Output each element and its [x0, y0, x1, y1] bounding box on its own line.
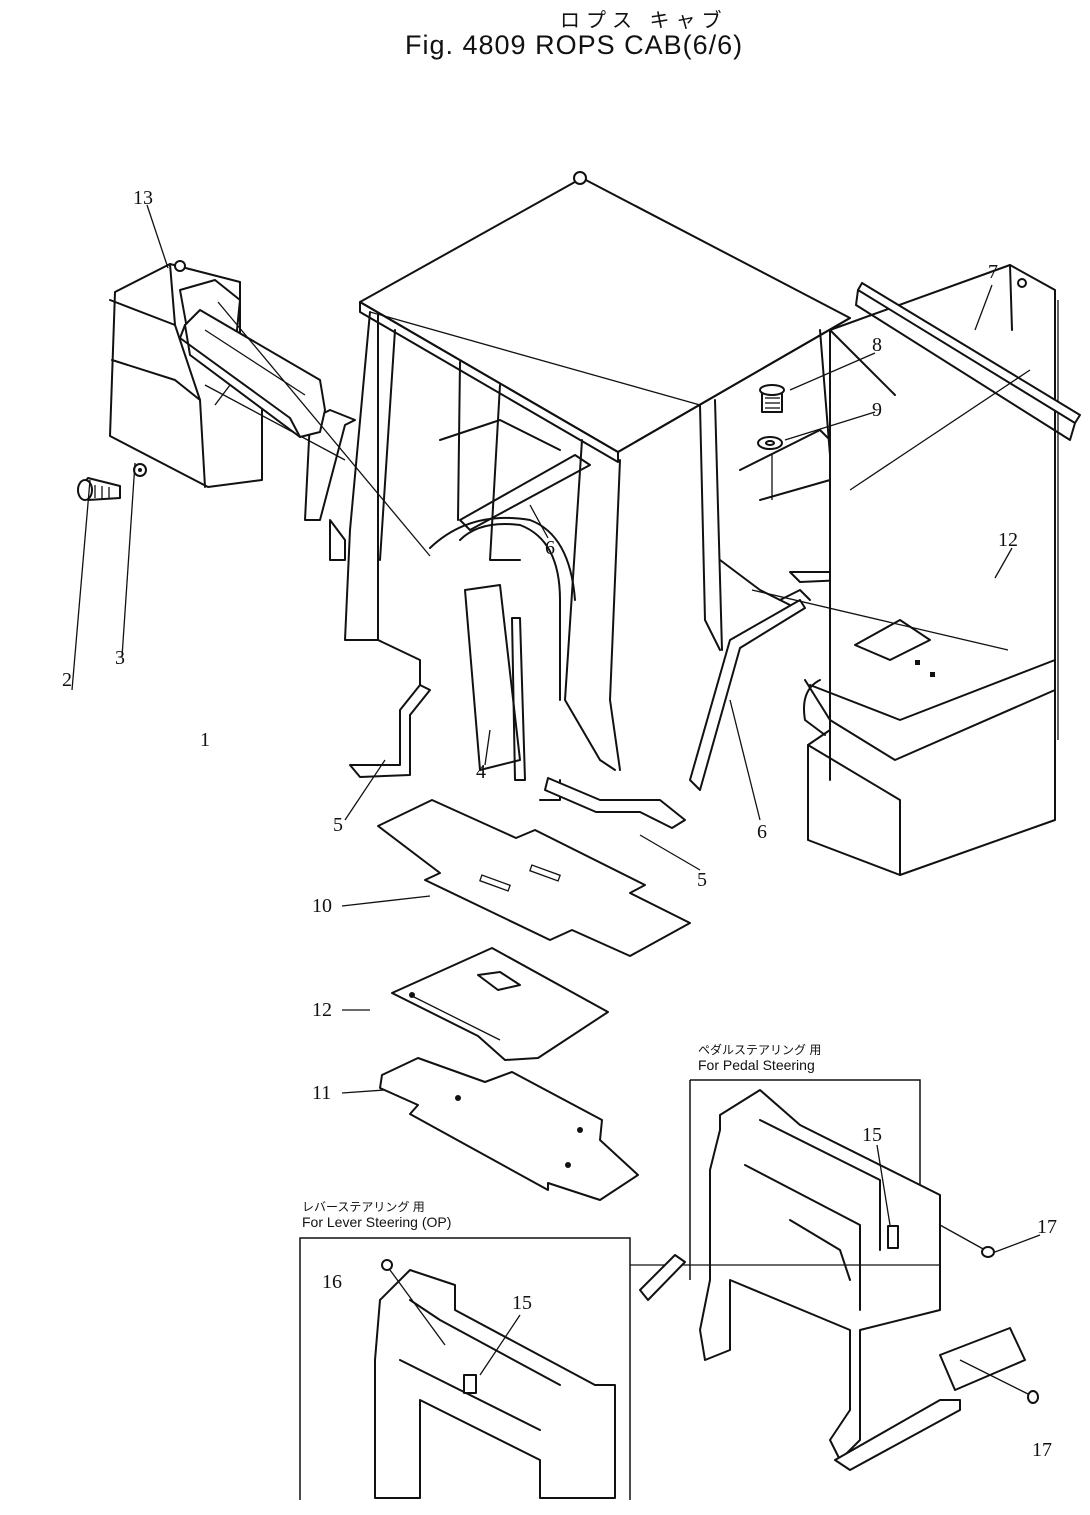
callout-5-left: 5 — [333, 814, 343, 836]
pedal-inset-caption: For Pedal Steering — [698, 1057, 815, 1073]
cab-roof — [359, 171, 851, 463]
bolt-and-washer — [757, 384, 785, 500]
callout-10: 10 — [312, 895, 332, 917]
floor-plate — [391, 947, 609, 1061]
step-plate — [77, 301, 431, 557]
lever-inset-caption-jp: レバーステアリング 用 — [302, 1200, 425, 1214]
callout-3: 3 — [115, 647, 125, 669]
callout-4: 4 — [476, 761, 486, 783]
callout-11: 11 — [312, 1082, 332, 1104]
callout-15-lever: 15 — [512, 1292, 532, 1314]
callout-17-lower: 17 — [1032, 1439, 1052, 1461]
leader-lines — [71, 204, 1013, 1376]
lever-steering-inset — [299, 1237, 631, 1500]
callout-7: 7 — [988, 261, 998, 283]
callout-1: 1 — [200, 729, 210, 751]
callout-6-lower: 6 — [757, 821, 767, 843]
figure-title: Fig. 4809 ROPS CAB(6/6) — [405, 30, 744, 60]
callout-12-right-cover: 12 — [998, 529, 1018, 551]
pedal-steering-inset — [630, 1079, 1041, 1471]
right-side-cover — [751, 264, 1059, 876]
under-plate — [379, 1057, 639, 1201]
callout-15-pedal: 15 — [862, 1124, 882, 1146]
pedal-inset-caption-jp: ペダルステアリング 用 — [698, 1043, 822, 1057]
callout-5-right: 5 — [697, 869, 707, 891]
callout-12-floor-plate: 12 — [312, 999, 332, 1021]
top-rail — [849, 282, 1081, 491]
lever-inset-caption: For Lever Steering (OP) — [302, 1214, 452, 1230]
figure-subtitle-jp: ロプス キャブ — [560, 10, 728, 32]
door-panel — [429, 516, 576, 781]
callout-16: 16 — [322, 1271, 342, 1293]
handrail-parts — [459, 454, 846, 791]
callout-17-upper: 17 — [1037, 1216, 1057, 1238]
callout-2: 2 — [62, 669, 72, 691]
step-brackets — [349, 684, 686, 829]
callout-6-upper: 6 — [545, 537, 555, 559]
floor-mat — [377, 799, 691, 957]
callout-8: 8 — [872, 334, 882, 356]
callout-9: 9 — [872, 399, 882, 421]
callout-13: 13 — [133, 187, 153, 209]
